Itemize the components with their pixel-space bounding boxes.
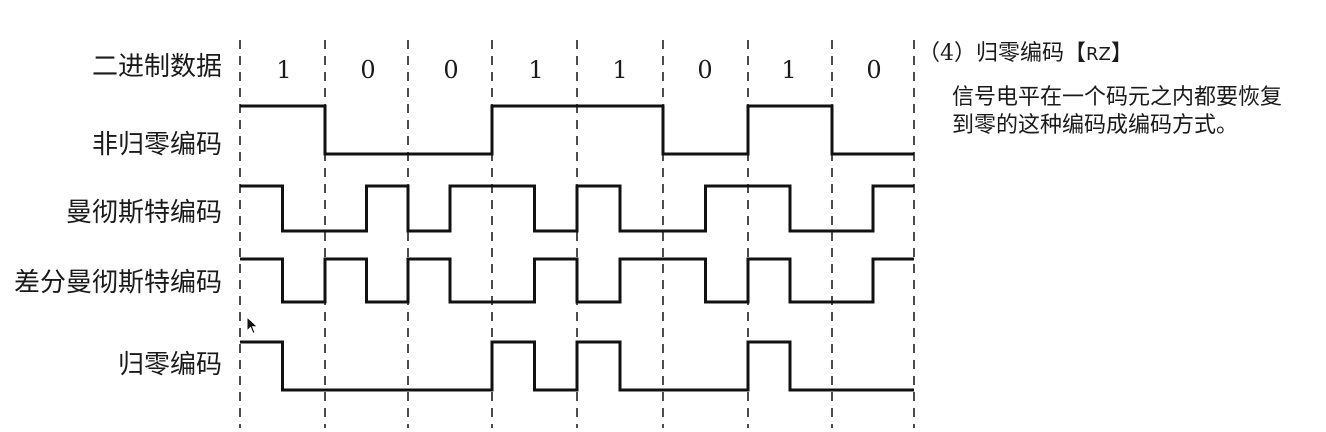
row-label-nrz: 非归零编码 [91,130,222,160]
note-title-prefix: （4）归零编码 [918,41,1064,66]
bit-label: 1 [528,56,544,84]
row-label-manchester: 曼彻斯特编码 [65,198,222,228]
bit-label: 0 [443,56,459,84]
note-title-close-bracket: 】 [1110,41,1133,66]
note-title: （4）归零编码【RZ】 [918,40,1133,69]
bit-label: 0 [360,56,376,84]
waveform-nrz [240,104,914,156]
note-body: 信号电平在一个码元之内都要恢复到零的这种编码成编码方式。 [952,85,1283,138]
mouse-pointer-icon [246,316,259,335]
row-label-diff-manchester: 差分曼彻斯特编码 [13,268,222,298]
bit-label: 1 [276,56,292,84]
bit-label: 0 [697,56,713,84]
row-label-rz: 归零编码 [117,350,222,380]
waveform-manchester [240,184,914,233]
bit-label: 0 [866,56,882,84]
waveform-diff-manchester [240,257,914,304]
waveform-rz [240,340,914,392]
note-title-open-bracket: 【 [1064,41,1087,66]
note-title-code: RZ [1086,44,1111,65]
row-label-binary: 二进制数据 [91,52,222,82]
bit-label: 1 [612,56,628,84]
bit-label: 1 [781,56,797,84]
